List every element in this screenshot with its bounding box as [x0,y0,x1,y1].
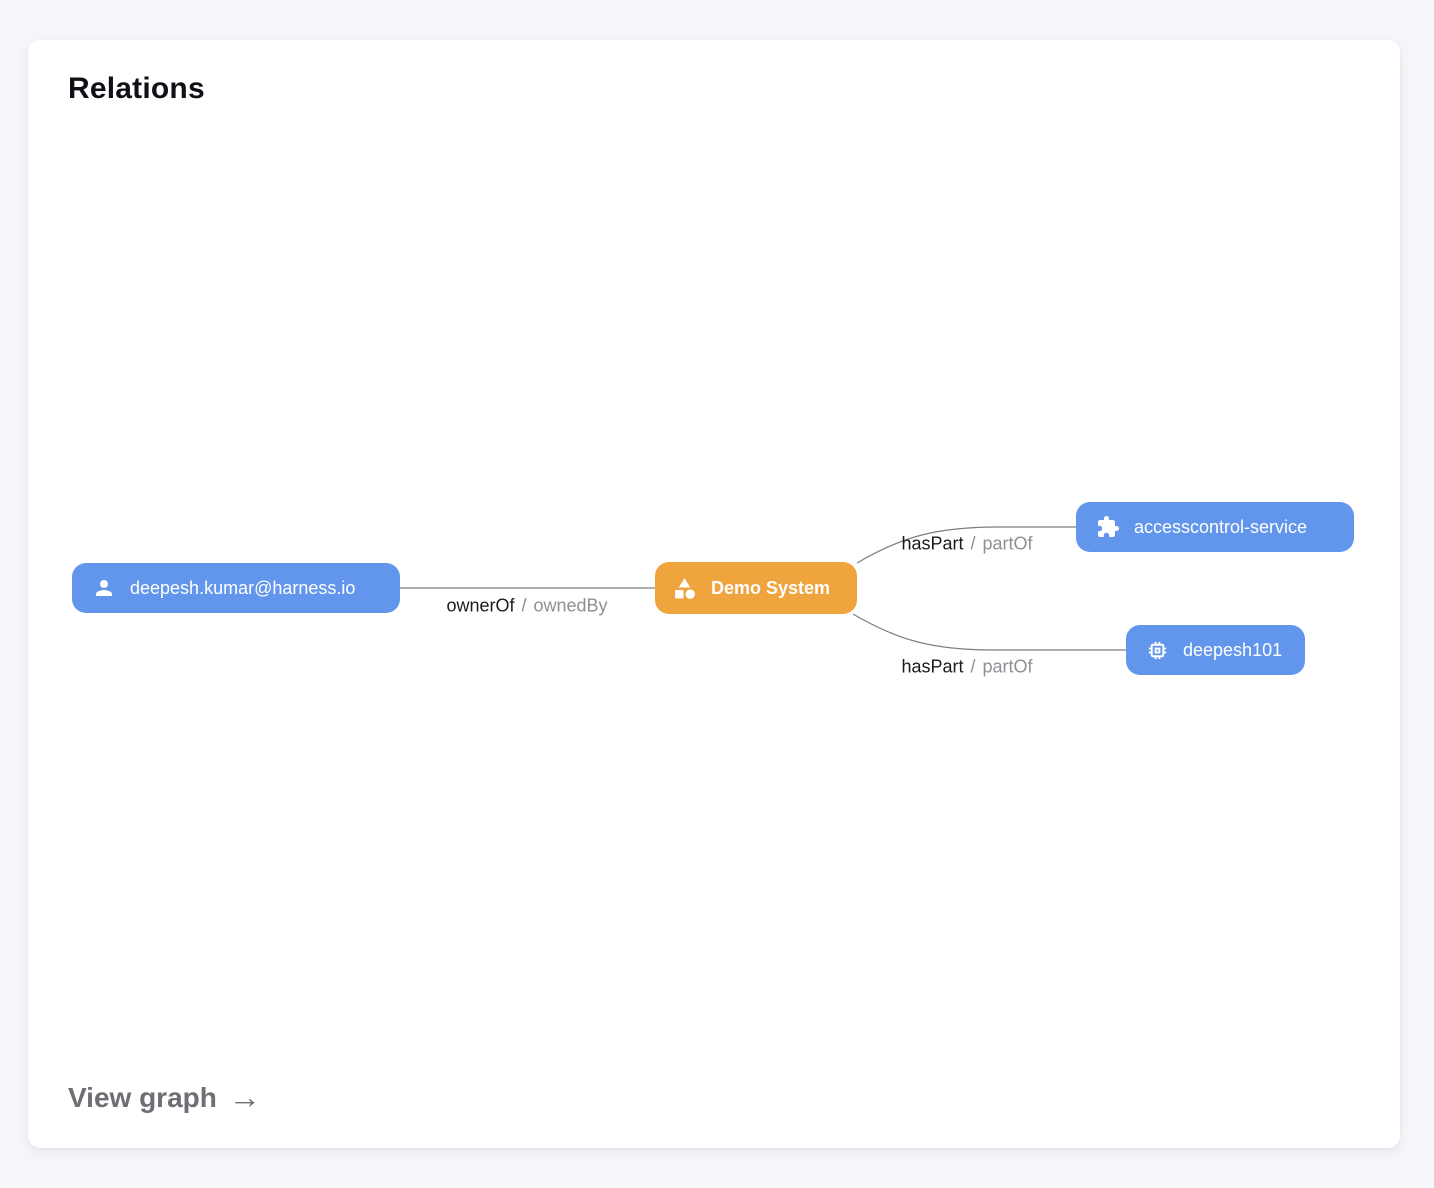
card-title: Relations [68,72,205,105]
node-service[interactable]: accesscontrol-service [1076,502,1354,552]
relations-card: Relations ownerOf / ownedBy hasPart / pa… [28,40,1400,1148]
view-graph-label: View graph [68,1082,217,1113]
node-system[interactable]: Demo System [655,562,857,614]
edge-label-separator: / [521,595,527,616]
edge-label-reverse: partOf [982,656,1033,677]
edge-label-separator: / [970,533,976,554]
node-label: accesscontrol-service [1134,516,1308,537]
edge-label-haspart-top: hasPart / partOf [901,534,1032,555]
node-label: Demo System [711,577,831,598]
edge-label-forward: hasPart [901,656,964,677]
view-graph-link[interactable]: View graph → [68,1079,261,1115]
category-icon [675,577,695,599]
edge-system-resource [852,613,1126,651]
extension-icon [1098,516,1119,537]
edge-label-ownerof: ownerOf / ownedBy [446,596,607,617]
edge-label-haspart-bottom: hasPart / partOf [901,657,1032,678]
edge-label-reverse: partOf [982,533,1033,554]
edge-label-forward: ownerOf [446,595,515,616]
node-resource[interactable]: deepesh101 [1126,625,1305,675]
node-label: deepesh101 [1183,639,1283,660]
memory-icon [1148,641,1167,659]
node-user[interactable]: deepesh.kumar@harness.io [72,563,400,613]
edge-label-separator: / [970,656,976,677]
edge-label-reverse: ownedBy [533,595,608,616]
edge-label-forward: hasPart [901,533,964,554]
node-label: deepesh.kumar@harness.io [130,577,356,598]
person-icon [96,580,112,596]
arrow-right-icon: → [228,1079,261,1115]
